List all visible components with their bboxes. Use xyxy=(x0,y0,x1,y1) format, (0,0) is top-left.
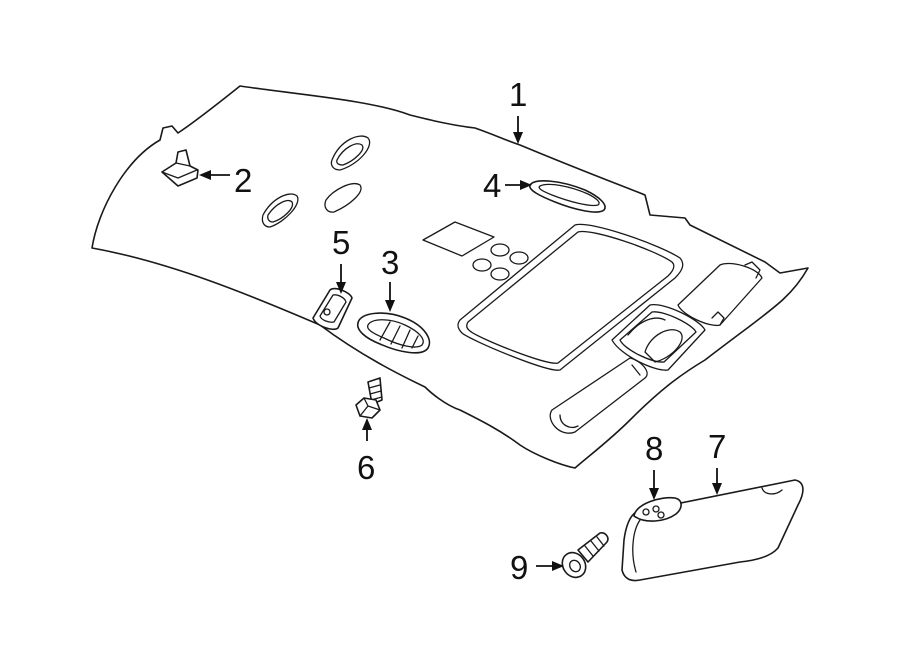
coat-hook-recess xyxy=(324,183,362,213)
callout-5: 5 xyxy=(332,224,350,261)
leader-lines xyxy=(199,116,722,571)
screw xyxy=(561,532,609,579)
vent-grille xyxy=(356,312,431,354)
sunroof-opening xyxy=(457,223,684,371)
grab-handle-recess-1 xyxy=(330,135,371,171)
callout-7: 7 xyxy=(708,428,726,465)
dome-hole-2 xyxy=(509,251,529,265)
callout-3: 3 xyxy=(381,244,399,281)
retainer-clip xyxy=(161,149,199,187)
overhead-console xyxy=(611,304,706,371)
bolt xyxy=(355,377,383,419)
callout-6: 6 xyxy=(357,449,375,486)
dome-hole-4 xyxy=(490,267,510,281)
callout-1: 1 xyxy=(509,76,527,113)
headliner-panel xyxy=(91,85,809,469)
callout-labels: 1 2 3 4 5 6 7 8 9 xyxy=(234,76,726,586)
switch-assembly xyxy=(312,287,353,331)
visor-recess-right xyxy=(677,262,763,327)
callout-4: 4 xyxy=(483,167,501,204)
visor-bracket xyxy=(633,496,682,522)
callout-8: 8 xyxy=(645,430,663,467)
visor-recess-left xyxy=(549,357,648,434)
grab-handle-recess-2 xyxy=(261,193,299,228)
grab-handle xyxy=(529,180,606,213)
callout-9: 9 xyxy=(510,549,528,586)
dome-hole-1 xyxy=(490,243,510,257)
dome-light-pad xyxy=(422,221,495,257)
dome-hole-3 xyxy=(472,258,492,272)
callout-2: 2 xyxy=(234,162,252,199)
sun-visor xyxy=(621,479,804,582)
